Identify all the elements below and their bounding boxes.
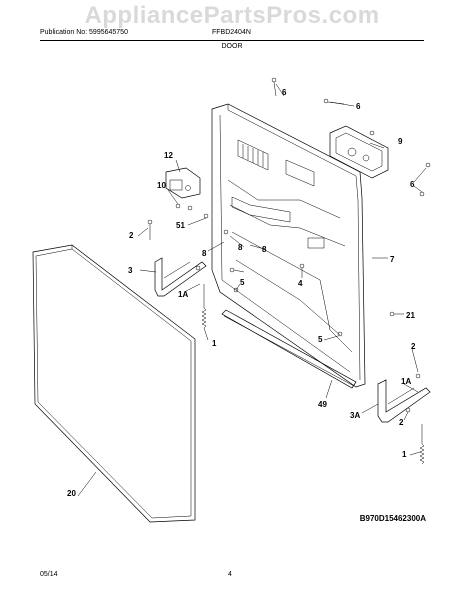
- publication-date: 05/14: [40, 571, 58, 578]
- diagram-id: B970D15462300A: [359, 514, 426, 523]
- callout-8-b: 8: [262, 245, 267, 254]
- callout-2-left: 2: [129, 231, 134, 240]
- callout-2-lower: 2: [399, 418, 404, 427]
- dispenser-assembly: [329, 125, 389, 179]
- callout-labels: 6 6 9 6 12 10 2 51 8 8 8 3 5 4 7 1A 1 21…: [67, 88, 416, 498]
- spring-left: [201, 284, 207, 329]
- callout-8-a: 8: [238, 243, 243, 252]
- callout-21: 21: [406, 311, 415, 320]
- callout-51: 51: [176, 221, 185, 230]
- callout-20: 20: [67, 489, 76, 498]
- screws: [147, 77, 431, 413]
- outer-door-panel: [32, 244, 196, 523]
- callout-3A: 3A: [350, 411, 360, 420]
- callout-49: 49: [318, 400, 327, 409]
- callout-6-top: 6: [282, 88, 287, 97]
- page-number: 4: [228, 571, 232, 578]
- callout-8-c: 8: [202, 249, 207, 258]
- callout-6-side: 6: [410, 180, 415, 189]
- callout-4: 4: [298, 279, 303, 288]
- spring-right: [419, 424, 425, 465]
- callout-1A-left: 1A: [178, 290, 188, 299]
- callout-1A-right: 1A: [401, 377, 411, 386]
- publication-number: Publication No: 5995645750: [40, 29, 128, 36]
- watermark: AppliancePartsPros.com: [84, 2, 380, 29]
- callout-5-lower: 5: [318, 335, 323, 344]
- callout-9: 9: [398, 137, 403, 146]
- model-number: FFBD2404N: [212, 29, 251, 36]
- callout-3: 3: [128, 266, 133, 275]
- callout-1-left: 1: [212, 339, 217, 348]
- section-title: DOOR: [221, 43, 243, 50]
- bottom-seal: [221, 309, 357, 389]
- callout-5-upper: 5: [240, 278, 245, 287]
- callout-7: 7: [390, 255, 395, 264]
- callout-2-right: 2: [411, 342, 416, 351]
- callout-1-right: 1: [402, 450, 407, 459]
- callout-10: 10: [157, 181, 166, 190]
- leader-lines: [77, 83, 427, 497]
- header-rule: [40, 40, 424, 41]
- hinge-left: [154, 257, 207, 297]
- vent-assembly: [165, 167, 201, 211]
- callout-12: 12: [164, 151, 173, 160]
- hinge-right: [377, 379, 431, 423]
- callout-6-right: 6: [356, 102, 361, 111]
- inner-door-liner: [211, 103, 366, 388]
